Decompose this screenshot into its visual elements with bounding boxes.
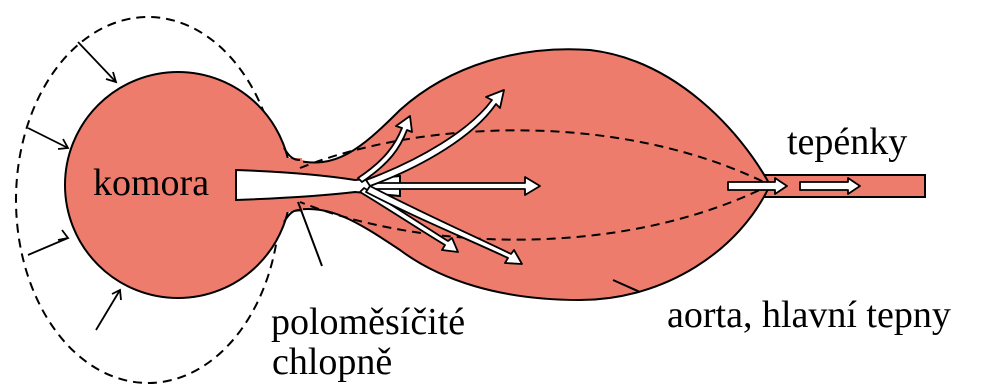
ventricle-label: komora: [93, 161, 209, 205]
arterioles-label: tepénky: [787, 120, 907, 164]
semilunar-valves-label-line2: chlopně: [272, 340, 392, 384]
aorta-label: aorta, hlavní tepny: [667, 293, 951, 337]
semilunar-valves-label-line1: poloměsíčité: [271, 300, 465, 344]
